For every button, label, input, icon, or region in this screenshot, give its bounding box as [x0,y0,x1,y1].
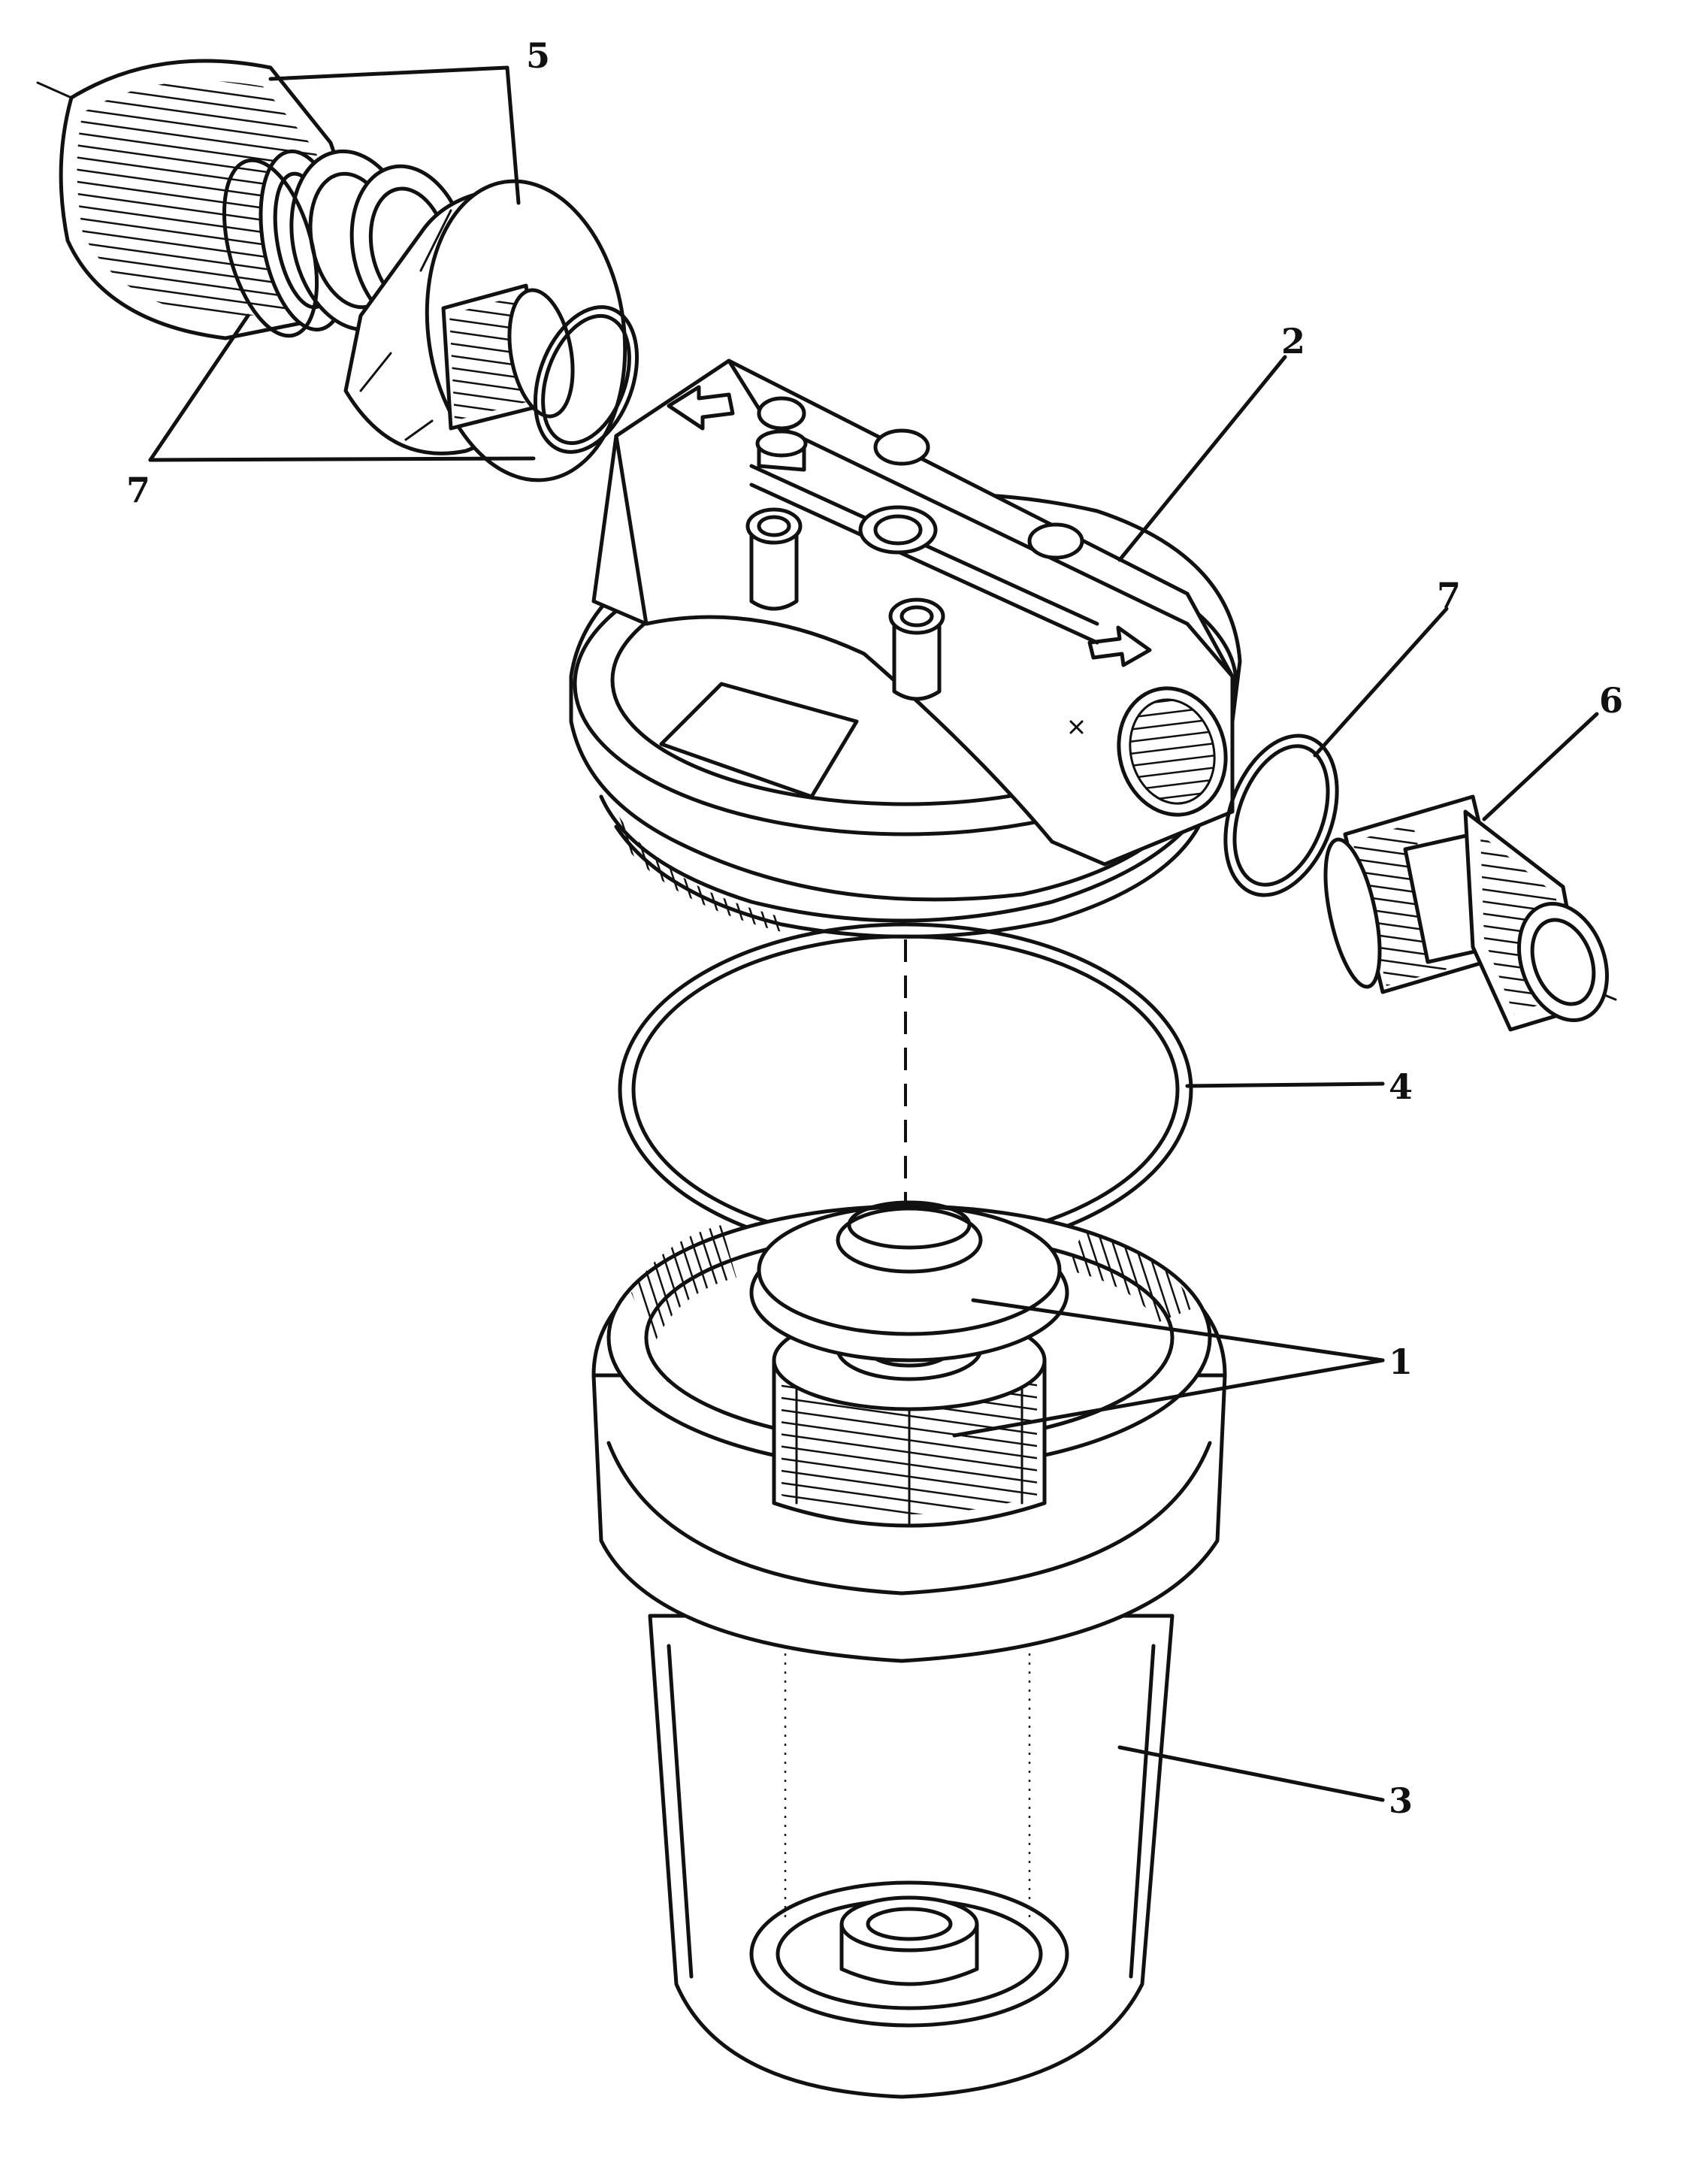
right-connector [1323,794,1609,1032]
threaded-spigot [441,283,575,431]
callout-7-right: 7 [1437,575,1461,616]
o-ring-right [1223,734,1339,897]
callout-6: 6 [1599,680,1623,721]
filter-cartridge [749,1200,1069,1528]
leader-lines [148,65,1599,1802]
callout-4: 4 [1389,1066,1413,1107]
o-rings-left [222,158,639,454]
left-connector-assembly [59,59,639,482]
mounting-bosses [745,396,1084,701]
bleed-screw [755,429,808,472]
filter-head [569,358,1242,939]
callout-2: 2 [1281,321,1305,361]
callout-7-left: 7 [126,470,150,510]
callout-5: 5 [526,35,550,76]
callout-1: 1 [1389,1342,1413,1382]
threaded-sleeve [59,59,350,340]
outlet-port [1069,686,1228,817]
callout-3: 3 [1389,1780,1413,1821]
callout-labels: 5 2 7 7 6 4 1 3 [126,35,1623,1821]
